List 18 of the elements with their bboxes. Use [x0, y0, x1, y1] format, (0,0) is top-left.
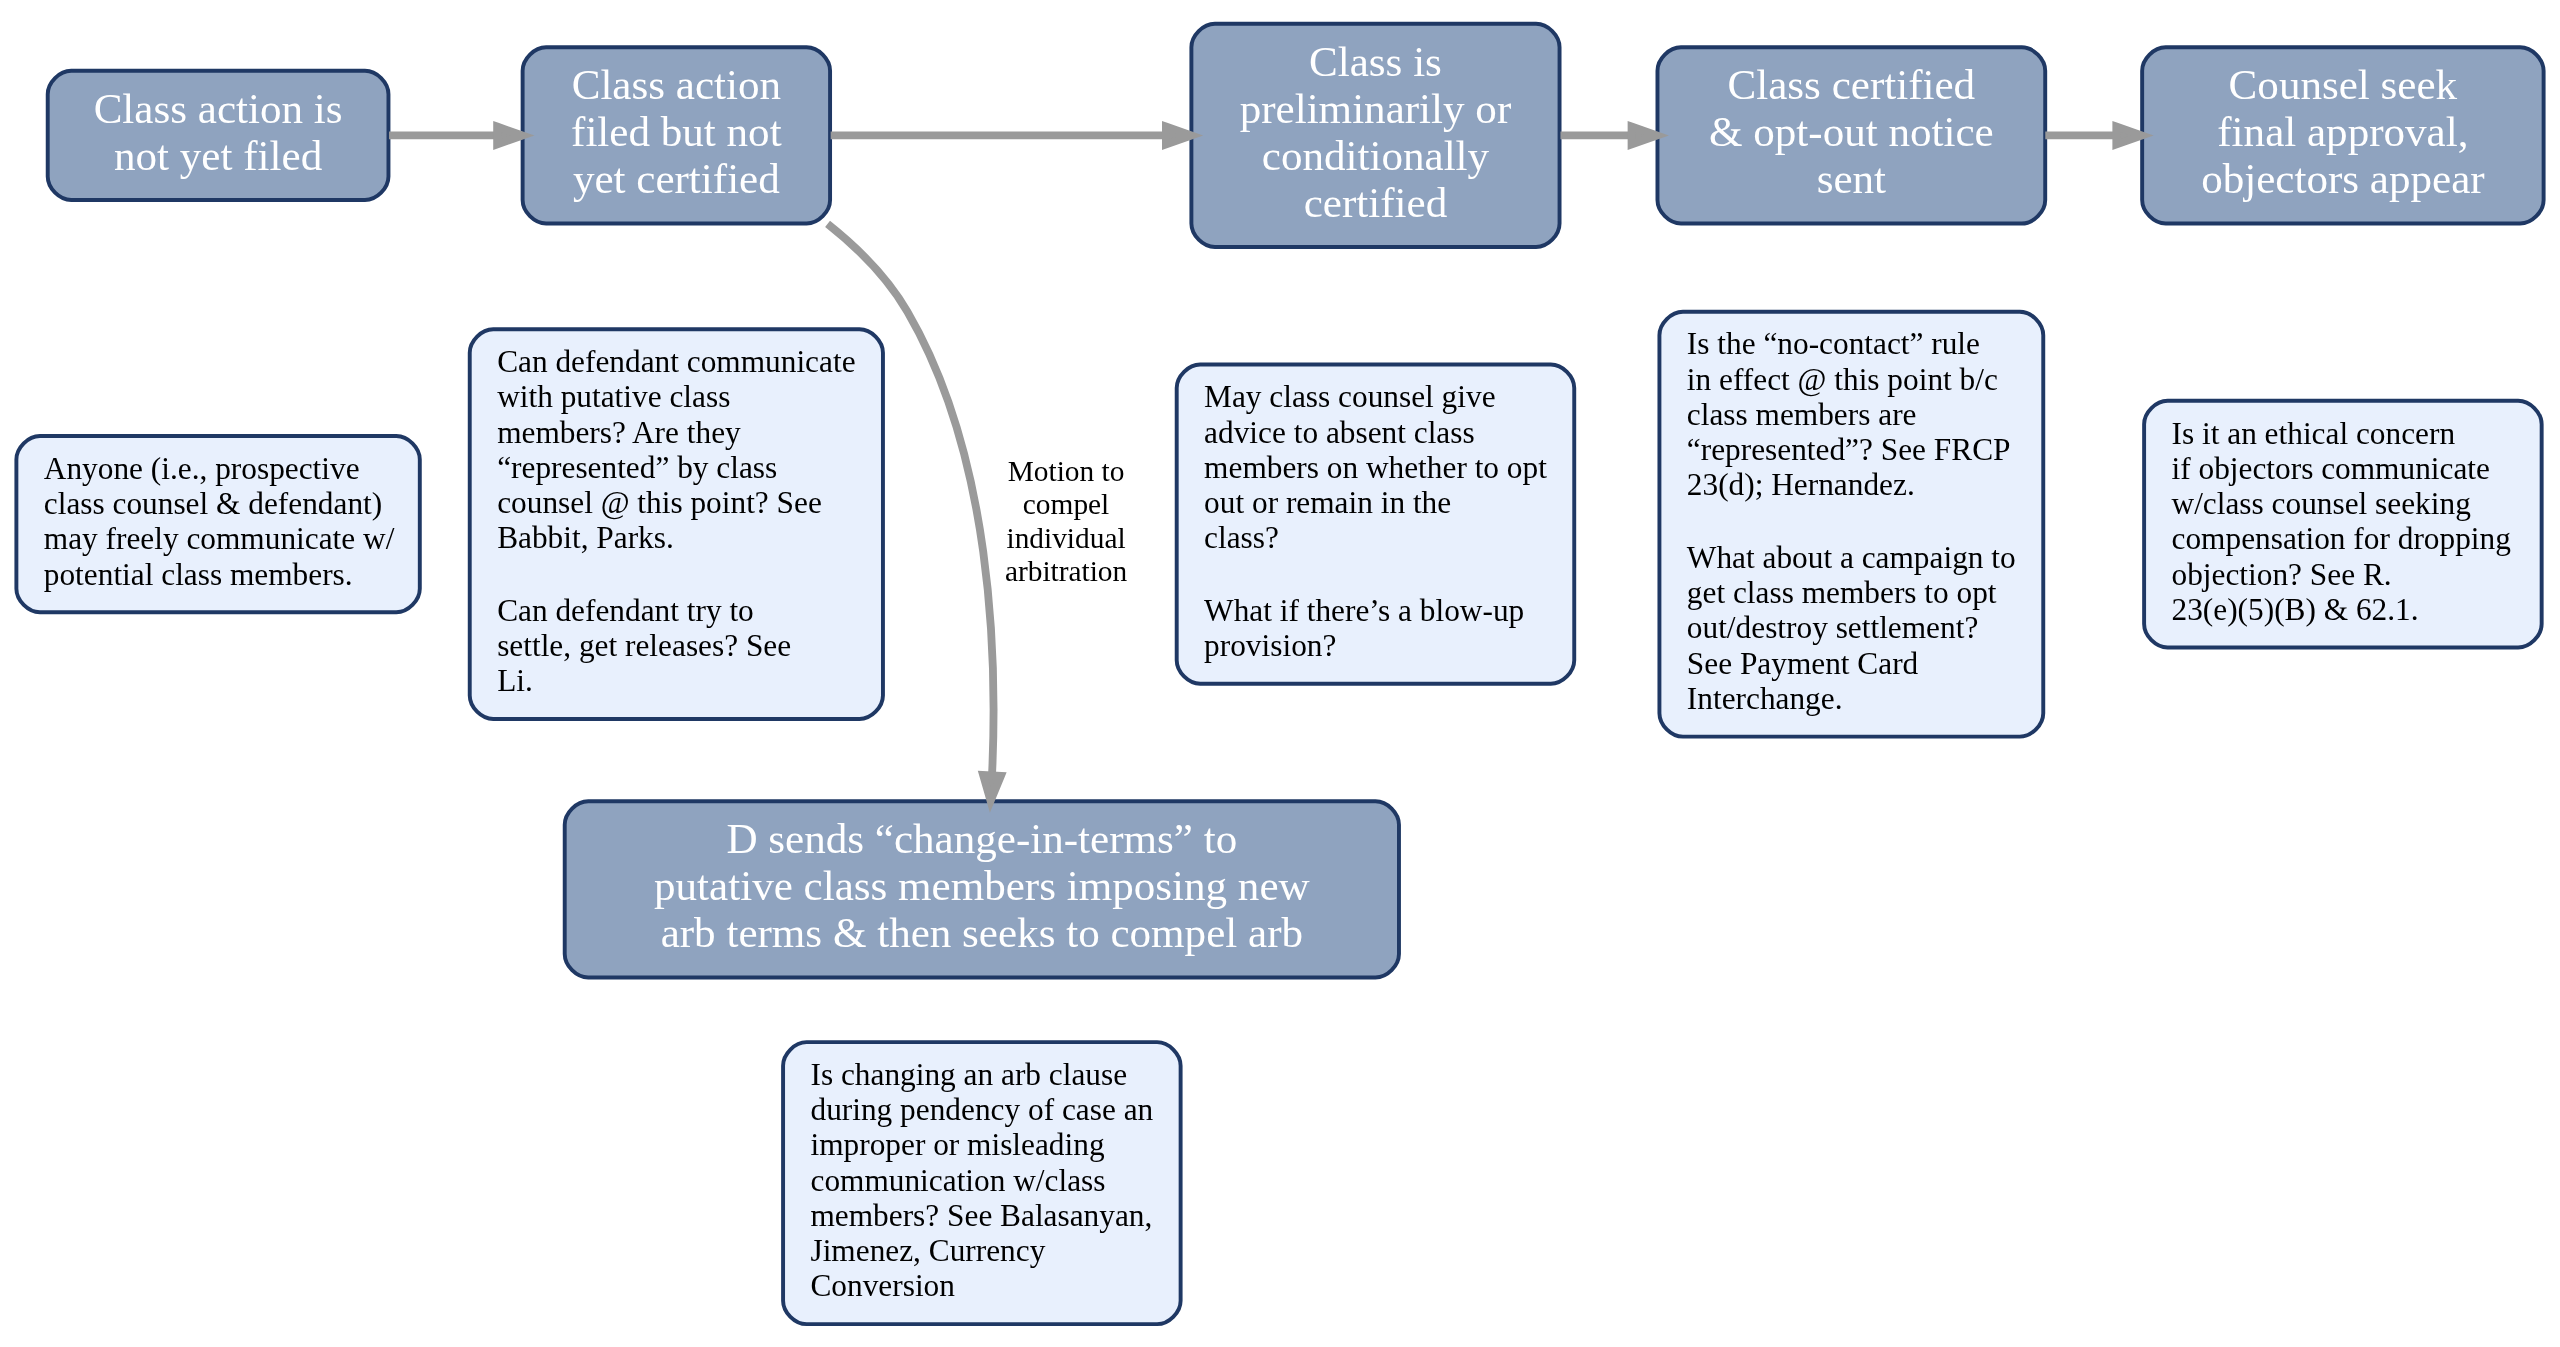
node-box: Class is preliminarily or conditionally certified [1189, 21, 1562, 249]
arrow [830, 120, 1204, 150]
node-box: May class counsel give advice to absent class members on whether to opt out or remain in the class? What if there’s a blow-up provision? [1174, 362, 1577, 686]
node-box: Is the “no-contact” rule in effect @ this point b/c class members are “represented”? See FRCP 23(d); Hernandez. What about a campaign to get class members to opt out/destroy settlement? See Payment Card Interchange. [1657, 309, 2046, 739]
node-box: D sends “change-in-terms” to putative class members imposing new arb terms & then seeks to compel arb [562, 798, 1401, 979]
node-box: Anyone (i.e., prospective class counsel & defendant) may freely communicate w/ potential class members. [14, 433, 422, 614]
node-box: Class action is not yet filed [45, 68, 391, 202]
arrow [1560, 120, 1669, 150]
node-box: Class certified & opt-out notice sent [1655, 44, 2048, 226]
node-box: Can defendant communicate with putative class members? Are they “represented” by class counsel @ this point? See Babbit, Parks. Can defendant try to settle, get releases? See Li. [467, 326, 885, 721]
node-box: Counsel seek final approval, objectors appear [2140, 44, 2546, 226]
edge-label: Motion to compel individual arbitration [1004, 454, 1128, 587]
arrow [2045, 120, 2154, 150]
arrow [825, 220, 1007, 813]
node-box: Is changing an arb clause during pendency of case an improper or misleading communication w/class members? See Balasanyan, Jimenez, Currency Conversion [781, 1039, 1183, 1326]
node-box: Is it an ethical concern if objectors communicate w/class counsel seeking compensation for dropping objection? See R. 23(e)(5)(B) & 62.1. [2142, 398, 2544, 649]
node-box: Class action filed but not yet certified [520, 44, 833, 226]
arrow [389, 120, 535, 150]
